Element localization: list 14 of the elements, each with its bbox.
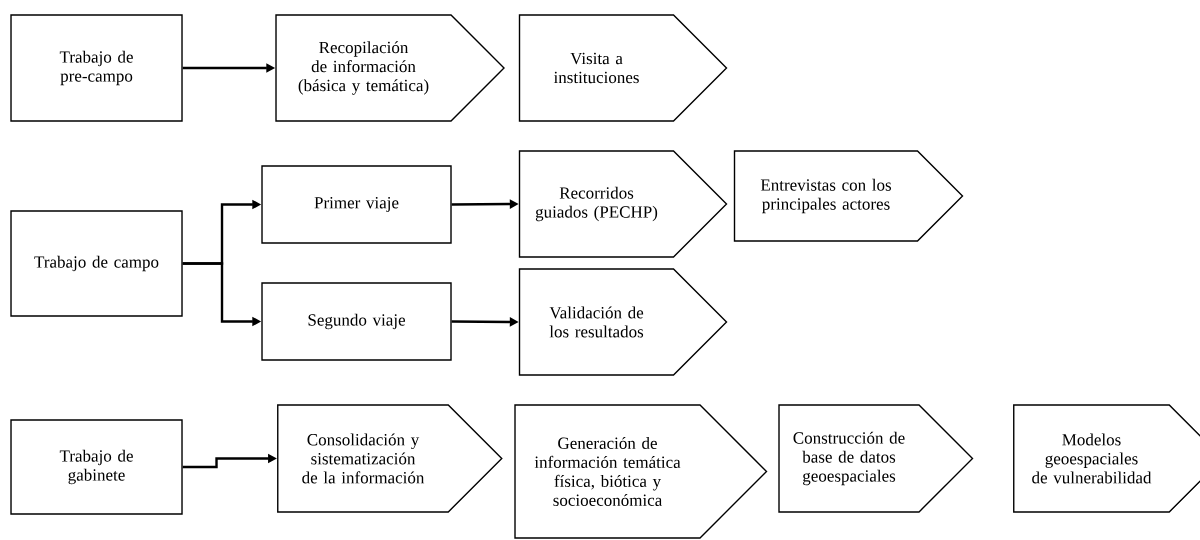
chevron-box: Validación de los resultados	[518, 268, 728, 376]
process-box: Trabajo de gabinete	[10, 419, 183, 515]
chevron-box: Generación de información temática física, biótica y socioeconómica	[514, 404, 768, 539]
chevron-box: Recorridos guiados (PECHP)	[518, 150, 728, 258]
process-box: Segundo viaje	[261, 282, 452, 361]
process-box: Trabajo de pre-campo	[10, 14, 183, 122]
chevron-box: Consolidación y sistematización de la información	[277, 404, 503, 513]
chevron-box: Construcción de base de datos geoespaciales	[778, 404, 974, 513]
chevron-box: Recopilación de información (básica y temática)	[275, 14, 505, 122]
chevron-box: Modelos geoespaciales de vulnerabilidad	[1013, 404, 1200, 513]
process-box: Primer viaje	[261, 165, 452, 244]
chevron-box: Visita a instituciones	[518, 14, 728, 122]
chevron-box: Entrevistas con los principales actores	[733, 150, 964, 242]
process-box: Trabajo de campo	[10, 210, 183, 317]
